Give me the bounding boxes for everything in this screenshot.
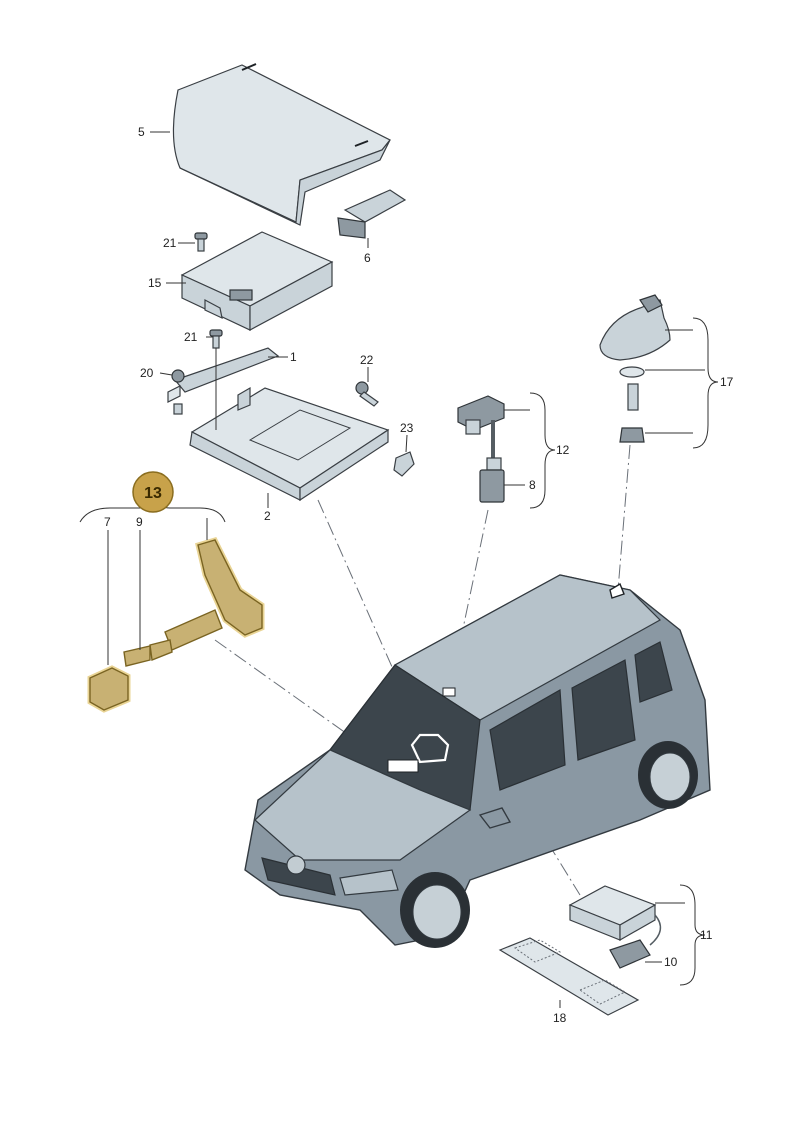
part-13-badge[interactable]: 13 (132, 471, 174, 513)
rear-wheel (638, 741, 698, 809)
leader-lines (79, 131, 719, 1008)
part-labels: 5 6 21 15 21 1 20 22 23 2 12 8 17 7 9 11… (104, 125, 734, 1025)
label-20: 20 (140, 366, 154, 380)
part-21-bolt-top[interactable] (194, 232, 208, 252)
part-1-bracket[interactable] (167, 347, 280, 403)
label-10: 10 (664, 955, 678, 969)
vehicle (244, 574, 711, 948)
label-15: 15 (148, 276, 162, 290)
part-18-pad[interactable] (498, 937, 640, 1016)
label-6: 6 (364, 251, 371, 265)
label-17: 17 (720, 375, 734, 389)
label-9: 9 (136, 515, 143, 529)
part-22-screw[interactable] (355, 381, 379, 407)
front-wheel (400, 872, 470, 948)
part-21-bolt-bottom[interactable] (209, 329, 223, 349)
label-11: 11 (700, 928, 713, 942)
part-23-clip[interactable] (393, 451, 415, 477)
label-23: 23 (400, 421, 414, 435)
label-18: 18 (553, 1011, 567, 1025)
label-2: 2 (264, 509, 271, 523)
label-21-bottom: 21 (184, 330, 198, 344)
label-1: 1 (290, 350, 297, 364)
part-13-sensor[interactable] (149, 537, 265, 661)
part-11-control-unit[interactable] (568, 885, 662, 946)
badge-label-13: 13 (144, 485, 162, 502)
label-22: 22 (360, 353, 374, 367)
part-17-antenna[interactable] (599, 294, 671, 443)
label-8: 8 (529, 478, 536, 492)
label-21-top: 21 (163, 236, 177, 250)
part-6-connector[interactable] (337, 189, 407, 248)
label-12: 12 (556, 443, 570, 457)
part-9-connector-pin[interactable] (123, 645, 151, 667)
part-15-control-unit[interactable] (180, 231, 334, 332)
part-10-connector[interactable] (609, 939, 651, 969)
part-7-housing[interactable] (87, 665, 131, 713)
label-7: 7 (104, 515, 111, 529)
part-8-connector[interactable] (479, 469, 505, 503)
part-20-nut[interactable] (171, 369, 185, 415)
part-2-mounting-plate[interactable] (189, 386, 390, 502)
part-12-cable-assembly[interactable] (457, 395, 505, 471)
label-5: 5 (138, 125, 145, 139)
part-5-cover[interactable] (172, 63, 391, 226)
